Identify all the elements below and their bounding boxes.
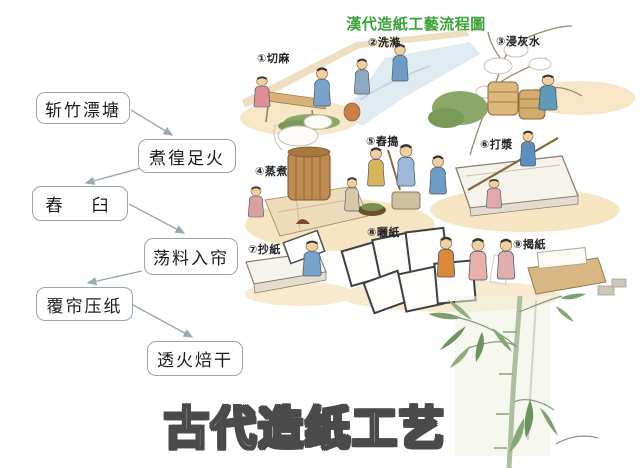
scene-scooping-paper <box>245 229 327 294</box>
flow-step-press: 覆帘压纸 <box>36 287 133 321</box>
step-label-lime-soak: ③浸灰水 <box>496 35 541 48</box>
scene-lime-soaking <box>428 25 583 156</box>
step-label-washing: ②洗滌 <box>368 36 401 49</box>
bamboo-painting-icon <box>428 293 599 468</box>
step-label-peeling: ⑨揭紙 <box>513 238 546 251</box>
scene-drying-frames <box>340 226 477 315</box>
step-label-beating: ⑥打漿 <box>480 138 513 151</box>
scene-beating-pulp <box>455 137 579 217</box>
step-label-scooping: ⑦抄紙 <box>248 243 281 256</box>
flow-step-dry: 透火焙干 <box>147 341 243 376</box>
illustration-title: 漢代造紙工藝流程圖 <box>346 15 486 33</box>
flow-step-chop-bamboo: 斩竹漂塘 <box>36 92 130 124</box>
scene-steaming <box>264 114 369 237</box>
flow-arrows <box>84 109 194 338</box>
step-label-drying: ⑧曬紙 <box>367 226 400 239</box>
scene-washing-stream <box>242 30 480 126</box>
bamboo-leaves <box>428 293 586 452</box>
page-title: 古代造纸工艺 <box>163 401 446 456</box>
step-label-pounding: ⑤舂搗 <box>366 135 399 148</box>
step-label-steaming: ④蒸煮 <box>255 165 288 178</box>
flow-step-boil: 煮徨足火 <box>138 139 236 173</box>
step-label-cut-hemp: ①切麻 <box>257 52 290 65</box>
flow-step-mortar: 舂 臼 <box>32 186 128 221</box>
flow-step-mould: 荡料入帘 <box>144 238 238 275</box>
